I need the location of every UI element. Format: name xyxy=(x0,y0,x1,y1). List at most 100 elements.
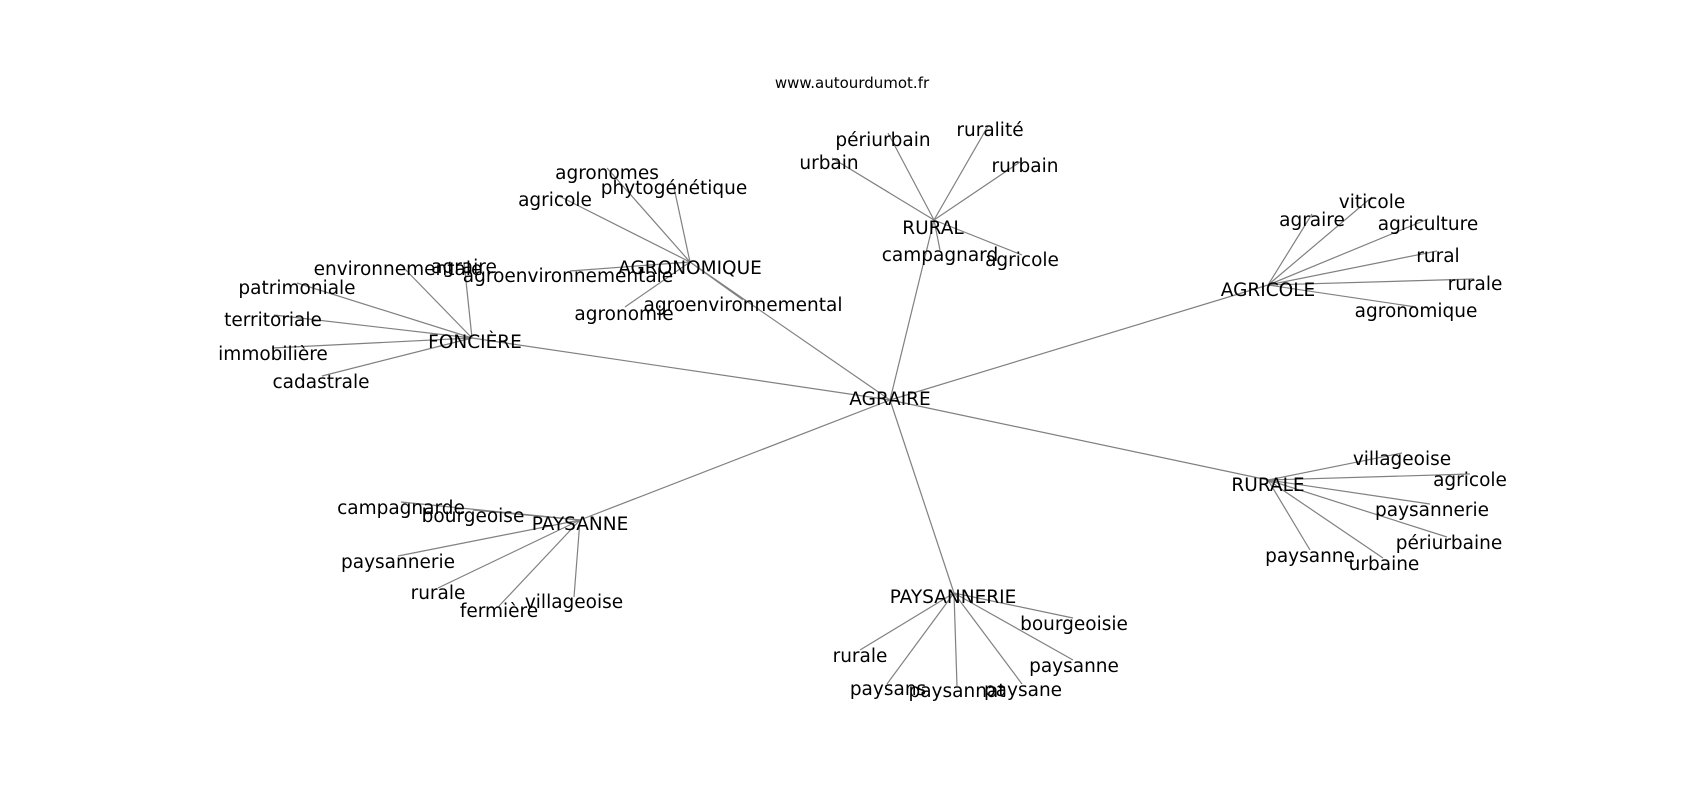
leaf-node-agronomique-agronomes[interactable]: agronomes xyxy=(555,163,659,184)
edge-agronomique-phytogenetique xyxy=(672,182,691,263)
leaf-node-agricole-viticole[interactable]: viticole xyxy=(1339,192,1406,213)
leaf-node-agronomique-agroenvironnemental[interactable]: agroenvironnemental xyxy=(643,295,842,316)
edge-paysannerie-paysane xyxy=(953,592,1023,685)
leaf-node-rural-ruralite[interactable]: ruralité xyxy=(956,120,1023,141)
edge-fonciere-environnementale xyxy=(399,263,473,339)
edge-agricole-rural xyxy=(1267,250,1438,286)
edge-paysannerie-paysans xyxy=(886,592,955,685)
leaf-node-rurale-agricole[interactable]: agricole xyxy=(1433,470,1507,491)
leaf-node-paysanne-fermiere[interactable]: fermière xyxy=(460,601,538,622)
hub-node-fonciere[interactable]: FONCIÈRE xyxy=(428,331,522,353)
edge-paysanne-rurale xyxy=(437,519,581,589)
leaf-node-rural-periurbain[interactable]: périurbain xyxy=(835,130,930,151)
leaf-node-paysanne-rurale[interactable]: rurale xyxy=(411,583,466,604)
leaf-node-fonciere-immobiliere[interactable]: immobilière xyxy=(218,344,328,365)
leaf-node-rurale-paysannerie[interactable]: paysannerie xyxy=(1375,500,1489,521)
leaf-node-fonciere-cadastrale[interactable]: cadastrale xyxy=(273,372,370,393)
leaf-node-paysanne-campagnarde[interactable]: campagnarde xyxy=(337,498,465,519)
edge-agronomique-agronomes xyxy=(606,167,691,263)
leaf-node-rural-agricole[interactable]: agricole xyxy=(985,250,1059,271)
leaf-node-paysanne-bourgeoise[interactable]: bourgeoise xyxy=(422,506,525,527)
edge-agraire-paysanne xyxy=(579,399,891,521)
edge-paysanne-villageoise xyxy=(573,519,581,598)
leaf-node-paysannerie-paysanne[interactable]: paysanne xyxy=(1029,656,1119,677)
edge-agricole-rurale xyxy=(1267,278,1475,286)
leaf-node-paysannerie-rurale[interactable]: rurale xyxy=(833,646,888,667)
leaf-node-rural-rurbain[interactable]: rurbain xyxy=(992,156,1059,177)
edge-paysannerie-rurale xyxy=(859,592,955,651)
leaf-node-rural-campagnard[interactable]: campagnard xyxy=(882,245,998,266)
edge-rurale-agricole xyxy=(1267,473,1471,481)
edge-paysanne-paysannerie xyxy=(397,519,581,557)
leaf-node-paysannerie-paysans[interactable]: paysans xyxy=(850,679,926,700)
edge-rural-rurbain xyxy=(933,161,1021,221)
leaf-node-fonciere-territoriale[interactable]: territoriale xyxy=(224,310,322,331)
leaf-node-rurale-periurbaine[interactable]: périurbaine xyxy=(1396,533,1503,554)
edge-agronomique-agroenvironnementale xyxy=(569,261,691,272)
edge-rural-campagnard xyxy=(933,219,941,251)
leaf-node-rurale-urbaine[interactable]: urbaine xyxy=(1349,554,1420,575)
edge-agraire-agronomique xyxy=(689,261,891,401)
edge-agricole-agraire xyxy=(1267,213,1313,286)
hub-node-rurale[interactable]: RURALE xyxy=(1231,475,1304,496)
edges-layer xyxy=(271,125,1475,687)
leaf-node-fonciere-patrimoniale[interactable]: patrimoniale xyxy=(238,278,355,299)
leaf-node-paysannerie-paysannat[interactable]: paysannat xyxy=(908,681,1005,702)
leaf-node-agricole-rurale[interactable]: rurale xyxy=(1448,274,1503,295)
leaf-node-rurale-paysanne[interactable]: paysanne xyxy=(1265,546,1355,567)
leaf-node-fonciere-environnementale[interactable]: environnementale xyxy=(314,259,483,280)
edge-fonciere-cadastrale xyxy=(321,337,473,377)
leaf-node-agricole-agraire[interactable]: agraire xyxy=(1279,210,1345,231)
hub-node-paysannerie[interactable]: PAYSANNERIE xyxy=(890,587,1017,608)
leaf-node-agricole-agriculture[interactable]: agriculture xyxy=(1378,214,1478,235)
edge-agraire-agricole xyxy=(889,284,1269,401)
edge-agraire-fonciere xyxy=(471,337,891,401)
center-node-agraire[interactable]: AGRAIRE xyxy=(849,389,930,410)
edge-agraire-paysannerie xyxy=(889,399,955,594)
hub-node-agronomique[interactable]: AGRONOMIQUE xyxy=(618,258,762,279)
hub-node-agricole[interactable]: AGRICOLE xyxy=(1221,280,1315,301)
leaf-node-fonciere-agraire[interactable]: agraire xyxy=(431,257,497,278)
edge-rurale-periurbaine xyxy=(1267,479,1448,538)
edge-rurale-villageoise xyxy=(1267,452,1403,481)
leaf-node-agronomique-agroenvironnementale[interactable]: agroenvironnementale xyxy=(463,266,673,287)
edge-rural-agricole xyxy=(933,219,1023,256)
edge-rurale-paysannerie xyxy=(1267,479,1431,505)
edge-paysannerie-paysanne xyxy=(953,592,1074,661)
edge-paysanne-fermiere xyxy=(498,519,581,607)
edge-agronomique-agricole xyxy=(556,194,691,263)
leaf-node-agricole-agronomique[interactable]: agronomique xyxy=(1355,301,1478,322)
edge-fonciere-territoriale xyxy=(273,314,473,339)
edge-agricole-agronomique xyxy=(1267,284,1417,308)
edge-rurale-urbaine xyxy=(1267,479,1384,559)
leaf-node-paysannerie-paysane[interactable]: paysane xyxy=(984,680,1062,701)
leaf-node-rural-urbain[interactable]: urbain xyxy=(799,153,858,174)
edge-paysannerie-bourgeoisie xyxy=(953,592,1074,619)
edge-rural-ruralite xyxy=(933,125,989,221)
edge-rural-periurbain xyxy=(887,132,935,221)
source-url: www.autourdumot.fr xyxy=(775,74,930,92)
edge-agricole-agriculture xyxy=(1267,218,1429,286)
leaf-node-paysanne-paysannerie[interactable]: paysannerie xyxy=(341,552,455,573)
hub-node-rural[interactable]: RURAL xyxy=(902,218,964,239)
edge-fonciere-agraire xyxy=(463,261,473,339)
edge-agraire-rurale xyxy=(889,399,1269,481)
leaf-node-paysanne-villageoise[interactable]: villageoise xyxy=(525,592,623,613)
edge-rurale-paysanne xyxy=(1267,479,1311,551)
labels-layer: www.autourdumot.fr AGRAIRE RURAL périurbai… xyxy=(218,74,1507,702)
leaf-node-agronomique-agronomie[interactable]: agronomie xyxy=(574,304,673,325)
leaf-node-agronomique-phytogenetique[interactable]: phytogénétique xyxy=(601,178,747,199)
edge-paysanne-bourgeoise xyxy=(472,509,581,521)
leaf-node-agronomique-agricole[interactable]: agricole xyxy=(518,190,592,211)
hub-node-paysanne[interactable]: PAYSANNE xyxy=(532,514,629,535)
edge-agraire-rural xyxy=(889,219,935,401)
edge-fonciere-patrimoniale xyxy=(296,282,473,339)
leaf-node-rurale-villageoise[interactable]: villageoise xyxy=(1353,449,1451,470)
leaf-node-paysannerie-bourgeoisie[interactable]: bourgeoisie xyxy=(1020,614,1128,635)
edge-paysannerie-paysannat xyxy=(953,592,958,687)
edge-rural-urbain xyxy=(831,157,935,221)
edge-agronomique-agronomie xyxy=(624,261,691,308)
leaf-node-agricole-rural[interactable]: rural xyxy=(1416,246,1459,267)
edge-agricole-viticole xyxy=(1267,196,1373,286)
